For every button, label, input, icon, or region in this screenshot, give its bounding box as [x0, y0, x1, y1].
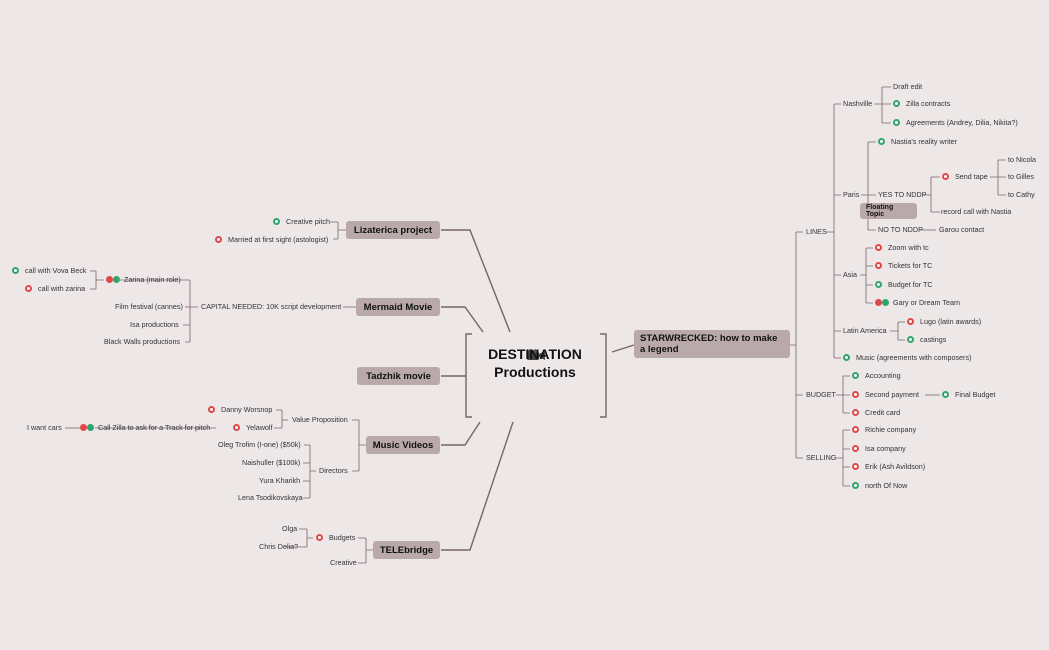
flag-mixed-icon	[106, 276, 120, 283]
topic-telebridge[interactable]: TELEbridge	[373, 541, 440, 559]
flag-green-icon	[852, 372, 859, 379]
topic-starwrecked[interactable]: STARWRECKED: how to make a legend	[634, 330, 790, 358]
node-garou-contact[interactable]: Garou contact	[939, 225, 985, 234]
node-call-zarina[interactable]: call with zarina	[38, 284, 86, 293]
flag-red-icon	[215, 236, 222, 243]
central-topic[interactable]: DESTINATION Productions	[470, 345, 600, 381]
node-lugo[interactable]: Lugo (latin awards)	[920, 317, 982, 326]
node-north-of-now[interactable]: north Of Now	[865, 481, 908, 490]
movie-camera-icon	[527, 349, 545, 360]
flag-mixed-icon	[80, 424, 94, 431]
node-budget[interactable]: BUDGET	[806, 390, 836, 399]
node-agreements[interactable]: Agreements (Andrey, Dilia, Nikita?)	[906, 118, 1018, 127]
central-title-line1: DESTINATION	[488, 346, 582, 362]
flag-red-icon	[907, 318, 914, 325]
flag-mixed-icon	[875, 299, 889, 306]
topic-music-videos[interactable]: Music Videos	[366, 436, 440, 454]
flag-green-icon	[273, 218, 280, 225]
node-music-agreements[interactable]: Music (agreements with composers)	[856, 353, 972, 362]
flag-red-icon	[208, 406, 215, 413]
node-second-payment[interactable]: Second payment	[865, 390, 919, 399]
flag-green-icon	[843, 354, 850, 361]
flag-red-icon	[852, 463, 859, 470]
node-budgets[interactable]: Budgets	[329, 533, 356, 542]
flag-red-icon	[875, 262, 882, 269]
node-creative[interactable]: Creative	[330, 558, 357, 567]
flag-red-icon	[852, 409, 859, 416]
node-isa-company[interactable]: Isa company	[865, 444, 906, 453]
node-accounting[interactable]: Accounting	[865, 371, 901, 380]
node-film-festival[interactable]: Film festival (cannes)	[115, 302, 183, 311]
node-budget-for-tc[interactable]: Budget for TC	[888, 280, 933, 289]
node-gary-or-dream-team[interactable]: Gary or Dream Team	[893, 298, 960, 307]
node-naishuller[interactable]: Naishuller ($100k)	[242, 458, 301, 467]
node-paris[interactable]: Paris	[843, 190, 860, 199]
node-oleg-trofim[interactable]: Oleg Trofim (I-one) ($50k)	[218, 440, 301, 449]
node-creative-pitch[interactable]: Creative pitch	[286, 217, 330, 226]
node-tickets-for-tc[interactable]: Tickets for TC	[888, 261, 933, 270]
node-yura-kharikh[interactable]: Yura Kharikh	[259, 476, 301, 485]
node-directors[interactable]: Directors	[319, 466, 348, 475]
node-nashville[interactable]: Nashville	[843, 99, 873, 108]
node-danny-worsnop[interactable]: Danny Worsnop	[221, 405, 273, 414]
node-yelawolf[interactable]: Yelawolf	[246, 423, 273, 432]
flag-red-icon	[25, 285, 32, 292]
node-erik[interactable]: Erik (Ash Avildson)	[865, 462, 926, 471]
central-title-line2: Productions	[494, 364, 576, 380]
node-final-budget[interactable]: Final Budget	[955, 390, 996, 399]
node-capital-needed[interactable]: CAPITAL NEEDED: 10K script development	[201, 302, 342, 311]
flag-green-icon	[875, 281, 882, 288]
node-call-vova-beck[interactable]: call with Vova Beck	[25, 266, 87, 275]
flag-green-icon	[12, 267, 19, 274]
flag-red-icon	[875, 244, 882, 251]
flag-red-icon	[852, 391, 859, 398]
node-olga[interactable]: Olga	[282, 524, 298, 533]
flag-green-icon	[907, 336, 914, 343]
topic-lizaterica-project[interactable]: Lizaterica project	[346, 221, 440, 239]
flag-green-icon	[852, 482, 859, 489]
node-to-gilles[interactable]: to Gilles	[1008, 172, 1034, 181]
node-send-tape[interactable]: Send tape	[955, 172, 988, 181]
flag-green-icon	[878, 138, 885, 145]
node-lines[interactable]: LINES	[806, 227, 827, 236]
node-no-to-nddp[interactable]: NO TO NDDP	[878, 225, 923, 234]
node-zoom-with-tc[interactable]: Zoom with tc	[888, 243, 929, 252]
node-nastia-writer[interactable]: Nastia's reality writer	[891, 137, 958, 146]
node-asia[interactable]: Asia	[843, 270, 857, 279]
flag-red-icon	[852, 426, 859, 433]
flag-green-icon	[893, 100, 900, 107]
node-lena-tsodikovskaya[interactable]: Lena Tsodikovskaya	[238, 493, 303, 502]
flag-red-icon	[316, 534, 323, 541]
flag-green-icon	[893, 119, 900, 126]
floating-topic[interactable]: Floating Topic	[860, 203, 917, 219]
topic-mermaid-movie[interactable]: Mermaid Movie	[356, 298, 440, 316]
node-to-nicola[interactable]: to Nicola	[1008, 155, 1036, 164]
node-selling[interactable]: SELLING	[806, 453, 837, 462]
node-draft-edit[interactable]: Draft edit	[893, 82, 923, 91]
flag-red-icon	[942, 173, 949, 180]
node-zarina[interactable]: Zarina (main role)	[124, 275, 181, 284]
node-yes-to-nddp[interactable]: YES TO NDDP	[878, 190, 927, 199]
flag-red-icon	[233, 424, 240, 431]
node-richie-company[interactable]: Richie company	[865, 425, 917, 434]
node-isa-productions[interactable]: Isa productions	[130, 320, 179, 329]
node-castings[interactable]: castings	[920, 335, 947, 344]
node-married-at-first-sight[interactable]: Married at first sight (astologist)	[228, 235, 329, 244]
node-to-cathy[interactable]: to Cathy	[1008, 190, 1035, 199]
node-call-zilla[interactable]: Call Zilla to ask for a Track for pitch	[98, 423, 211, 432]
node-latin-america[interactable]: Latin America	[843, 326, 887, 335]
node-value-proposition[interactable]: Value Proposition	[292, 415, 348, 424]
node-zilla-contracts[interactable]: Zilla contracts	[906, 99, 951, 108]
node-record-call[interactable]: record call with Nastia	[941, 207, 1012, 216]
topic-tadzhik-movie[interactable]: Tadzhik movie	[357, 367, 440, 385]
flag-green-icon	[942, 391, 949, 398]
node-chris-delia[interactable]: Chris Delia?	[259, 542, 299, 551]
node-black-walls[interactable]: Black Walls productions	[104, 337, 181, 346]
flag-red-icon	[852, 445, 859, 452]
node-i-want-cars[interactable]: I want cars	[27, 423, 62, 432]
node-credit-card[interactable]: Credit card	[865, 408, 901, 417]
